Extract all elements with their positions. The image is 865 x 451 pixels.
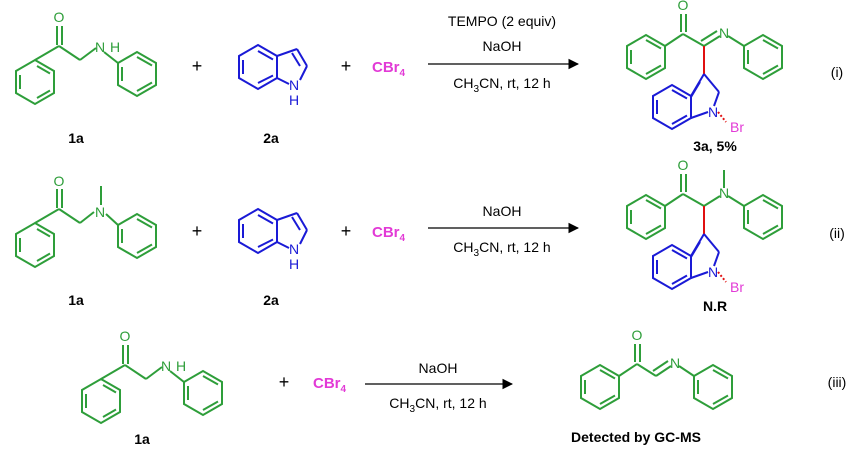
r1-i-atom-H: H: [110, 39, 120, 55]
plus-i-1: +: [192, 56, 203, 76]
solvent-ii: CH3CN, rt, 12 h: [453, 239, 550, 259]
p-i-atom-N-indole: N: [708, 104, 718, 120]
r1-i-label: 1a: [68, 130, 84, 146]
additive-i: TEMPO (2 equiv): [448, 13, 556, 29]
tag-i: (i): [831, 64, 843, 80]
r2-ii-atom-H: H: [289, 256, 299, 272]
reactant-1a-row-ii: [15, 186, 157, 269]
plus-ii-2: +: [341, 221, 352, 241]
r2-ii-atom-N: N: [289, 241, 299, 257]
row-iii: O N H 1a + CBr4 NaOH CH3CN, rt, 12 h O N…: [81, 327, 847, 447]
reactant-2a-row-ii: [238, 207, 308, 255]
row-i: O N H 1a + N H 2a + CBr4 TEMPO (2 equiv)…: [15, 0, 843, 154]
reagent-iii: CBr4: [313, 375, 347, 395]
r2-i-atom-H: H: [289, 92, 299, 108]
p-iii-atom-N: N: [670, 355, 680, 371]
r1-iii-label: 1a: [134, 431, 150, 447]
product-imine-row-iii: [580, 344, 733, 411]
plus-ii-1: +: [192, 221, 203, 241]
solvent-i: CH3CN, rt, 12 h: [453, 75, 550, 95]
p-i-atom-O: O: [678, 0, 689, 13]
p-ii-atom-N: N: [719, 185, 729, 201]
base-iii: NaOH: [419, 360, 458, 376]
reactant-1a-row-iii: [81, 345, 223, 425]
r1-ii-atom-O: O: [54, 173, 65, 189]
r1-i-atom-O: O: [54, 9, 65, 25]
solvent-iii: CH3CN, rt, 12 h: [389, 395, 486, 415]
product-NR-row-ii: [626, 170, 783, 291]
r2-i-label: 2a: [263, 130, 279, 146]
product-3a-row-i: [626, 14, 783, 131]
p-ii-atom-Br: Br: [730, 279, 744, 295]
p-ii-label: N.R: [703, 298, 727, 314]
tag-ii: (ii): [829, 225, 845, 241]
plus-i-2: +: [341, 56, 352, 76]
reactant-1a-row-i: [15, 26, 157, 106]
row-ii: O N 1a + N H 2a + CBr4 NaOH CH3CN, rt, 1…: [15, 157, 845, 314]
r1-iii-atom-O: O: [120, 328, 131, 344]
p-iii-atom-O: O: [632, 327, 643, 343]
reagent-ii: CBr4: [372, 224, 406, 244]
p-i-atom-Br: Br: [730, 119, 744, 135]
r2-i-atom-N: N: [289, 77, 299, 93]
p-i-atom-N: N: [719, 25, 729, 41]
p-ii-atom-O: O: [678, 157, 689, 173]
r2-ii-label: 2a: [263, 292, 279, 308]
r1-ii-label: 1a: [68, 292, 84, 308]
r1-iii-atom-H: H: [176, 358, 186, 374]
plus-iii-1: +: [279, 372, 290, 392]
r1-iii-atom-N: N: [161, 358, 171, 374]
reactant-2a-row-i: [238, 43, 308, 91]
reagent-i: CBr4: [372, 59, 406, 79]
p-ii-atom-N-indole: N: [708, 264, 718, 280]
r1-ii-atom-N: N: [95, 204, 105, 220]
p-iii-label: Detected by GC-MS: [571, 429, 701, 445]
base-ii: NaOH: [483, 203, 522, 219]
p-i-label: 3a, 5%: [693, 138, 737, 154]
base-i: NaOH: [483, 38, 522, 54]
r1-i-atom-N: N: [95, 39, 105, 55]
tag-iii: (iii): [828, 374, 847, 390]
